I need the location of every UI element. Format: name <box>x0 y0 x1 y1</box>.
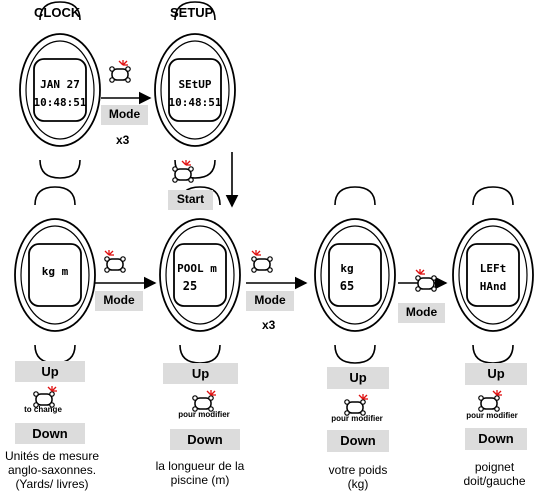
clock-display-line1: JAN 27 <box>40 78 80 91</box>
pool-display-line1: POOL m <box>177 262 217 275</box>
down-key-2: Down <box>170 429 240 450</box>
press-indicator-mode-1 <box>109 59 131 83</box>
press-indicator-down-3 <box>344 393 369 416</box>
watch-weight: kg 65 <box>314 186 396 364</box>
clock-display-line2: 10:48:51 <box>34 96 87 109</box>
up-key-4: Up <box>465 363 527 385</box>
mode-repeat-1: x3 <box>116 133 130 147</box>
press-indicator-mode-3 <box>251 249 273 273</box>
press-indicator-down-2 <box>192 389 217 412</box>
down-key-1: Down <box>15 423 85 444</box>
wrist-display-line1: LEFt <box>480 262 507 275</box>
weight-display-line1: kg <box>340 262 353 275</box>
clock-heading: CLOCK <box>34 5 81 20</box>
weight-display-line2: 65 <box>340 279 354 293</box>
units-display-line1: kg m <box>42 265 69 278</box>
mode-key-1: Mode <box>101 105 148 125</box>
mode-key-3: Mode <box>246 291 294 311</box>
watch-setup: SEtUP 10:48:51 <box>154 1 236 179</box>
up-key-3: Up <box>327 367 389 389</box>
pour-modifier-label-2: pour modifier <box>331 414 383 423</box>
setup-display-line1: SEtUP <box>178 78 211 91</box>
mode-repeat-3: x3 <box>262 318 276 332</box>
watch-units: kg m <box>14 186 96 364</box>
press-indicator-down-4 <box>478 389 503 412</box>
setup-display-line2: 10:48:51 <box>169 96 222 109</box>
up-key-1: Up <box>15 361 85 382</box>
watch-clock: JAN 27 10:48:51 <box>19 1 101 179</box>
setup-heading: SETUP <box>170 5 214 20</box>
up-key-2: Up <box>163 363 238 384</box>
to-change-label: to change <box>24 405 62 414</box>
pool-display-line2: 25 <box>183 279 197 293</box>
pour-modifier-label-1: pour modifier <box>178 410 230 419</box>
press-indicator-mode-2 <box>104 249 126 273</box>
pour-modifier-label-3: pour modifier <box>466 411 518 420</box>
start-key: Start <box>168 190 213 210</box>
mode-key-2: Mode <box>95 291 143 311</box>
watch-pool: POOL m 25 <box>159 186 241 364</box>
watch-wrist: LEFt HAnd <box>452 186 534 364</box>
wrist-display-line2: HAnd <box>480 280 507 293</box>
caption-weight: votre poids(kg) <box>328 463 388 491</box>
down-key-3: Down <box>327 430 389 452</box>
press-indicator-mode-4 <box>415 268 437 292</box>
mode-key-4: Mode <box>398 303 445 323</box>
down-key-4: Down <box>465 428 527 450</box>
